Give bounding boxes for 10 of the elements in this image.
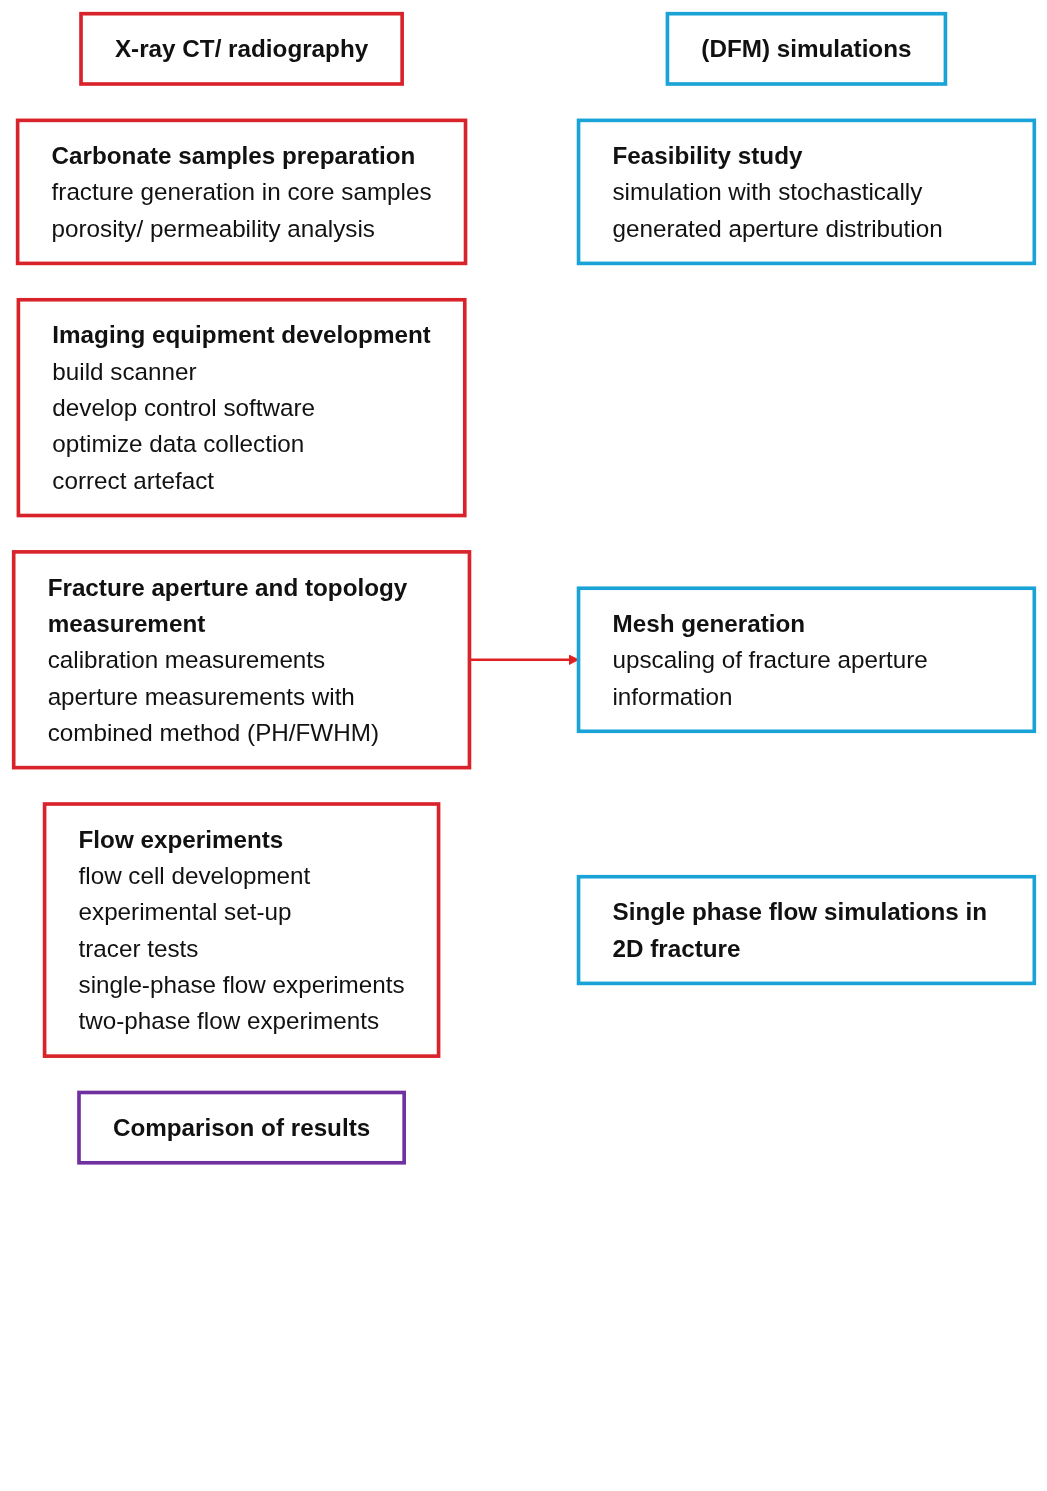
- node-box: Mesh generation upscaling of fracture aperture information: [576, 586, 1037, 734]
- node-box: (DFM) simulations: [665, 11, 948, 86]
- node-box: Single phase flow simulations in 2D fracture: [576, 874, 1037, 986]
- node-box: X-ray CT/ radiography: [79, 11, 404, 86]
- node-box: Flow experiments flow cell development experimental set-up tracer tests single-phase flow experiments two-phase flow experiments: [42, 802, 441, 1058]
- node-box: Fracture aperture and topology measurement calibration measurements aperture measurements with combined method (PH/FWHM): [11, 550, 472, 770]
- node-box: Comparison of results: [77, 1090, 406, 1165]
- node-box: Feasibility study simulation with stochastically generated aperture distribution: [576, 118, 1037, 266]
- node-box: Carbonate samples preparation fracture generation in core samples porosity/ permeability analysis: [15, 118, 468, 266]
- node-box: Imaging equipment development build scanner develop control software optimize data collection correct artefact: [16, 297, 467, 518]
